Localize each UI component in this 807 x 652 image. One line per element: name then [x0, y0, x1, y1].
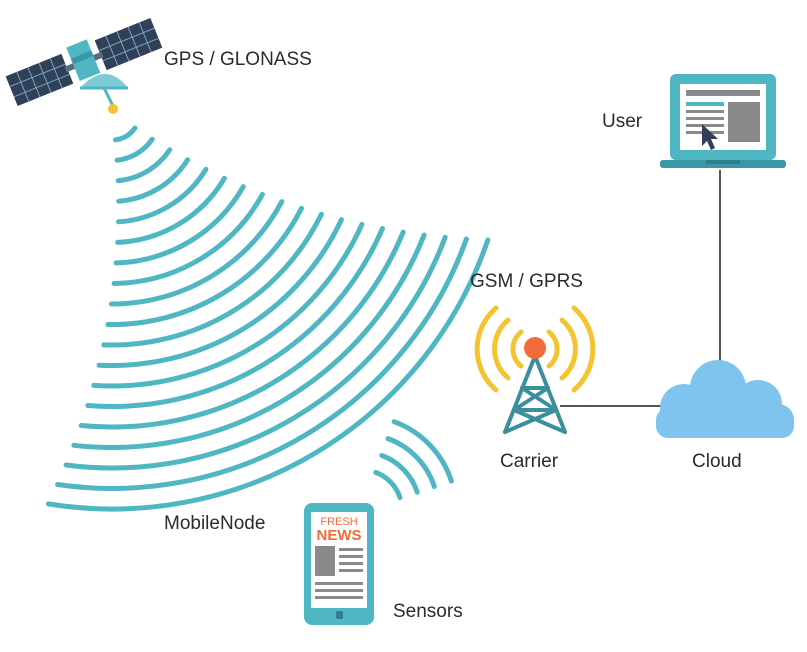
satellite-wave-arc: [115, 147, 173, 184]
cursor-icon: [702, 124, 718, 150]
satellite-icon: [5, 17, 163, 107]
phone-wave-arc: [373, 469, 403, 501]
phone-wave-arc: [385, 436, 437, 489]
satellite-wave-arc: [108, 199, 285, 307]
smartphone-icon: FRESH NEWS: [304, 503, 374, 625]
satellite-wave-arc: [101, 211, 324, 348]
satellite-wave-arc: [91, 221, 365, 389]
laptop-icon: [660, 74, 786, 168]
phone-wave-arc: [379, 453, 420, 495]
satellite-wave-arc: [78, 229, 406, 430]
satellite-wave-arc: [63, 234, 448, 471]
satellite-wave-arc: [105, 205, 304, 328]
phone-signal-waves: [373, 419, 454, 501]
satellite-wave-arc: [113, 184, 246, 266]
satellite-wave-arc: [114, 136, 155, 163]
satellite-wave-arc: [85, 226, 385, 409]
cell-tower-icon: [474, 305, 596, 434]
label-user: User: [602, 111, 643, 132]
satellite-wave-arc: [116, 157, 191, 204]
label-sensors: Sensors: [393, 601, 463, 622]
label-carrier: Carrier: [500, 451, 559, 472]
satellite-wave-arc: [115, 175, 227, 245]
satellite-signal-waves: [45, 125, 491, 512]
satellite-wave-arc: [111, 191, 265, 286]
phone-wave-arc: [391, 419, 454, 484]
label-cloud: Cloud: [692, 451, 742, 472]
phone-screen-line1: FRESH: [320, 516, 357, 528]
satellite-wave-arc: [96, 217, 344, 369]
satellite-wave-arc: [112, 125, 138, 143]
satellite-wave-arc: [71, 232, 427, 450]
phone-screen-line2: NEWS: [317, 527, 362, 544]
cloud-icon: [656, 360, 794, 438]
satellite-dish: [80, 74, 128, 114]
satellite-wave-arc: [55, 236, 469, 491]
label-gps-glonass: GPS / GLONASS: [164, 49, 312, 70]
label-gsm-gprs: GSM / GPRS: [470, 271, 583, 292]
satellite-wave-arc: [116, 166, 209, 225]
satellite-wave-arc: [45, 237, 491, 512]
label-mobile-node: MobileNode: [164, 513, 266, 534]
